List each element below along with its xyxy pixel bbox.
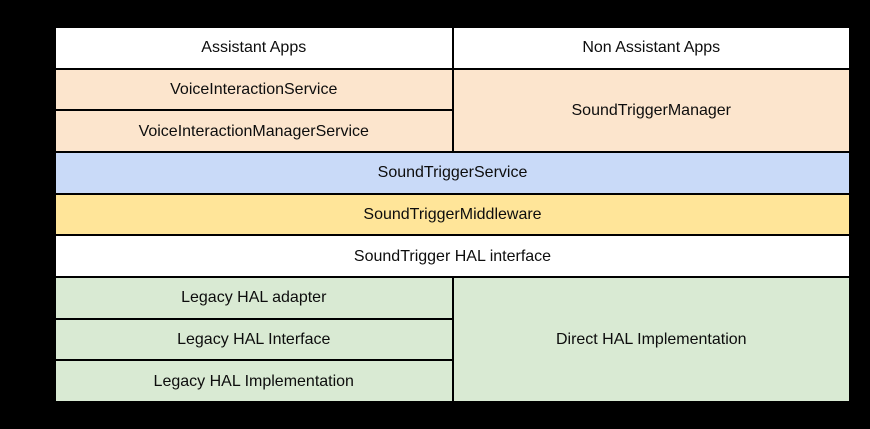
cell-non-assistant-apps: Non Assistant Apps [453, 28, 849, 68]
cell-sound-trigger-hal-interface: SoundTrigger HAL interface [56, 236, 849, 276]
cell-legacy-hal-adapter: Legacy HAL adapter [56, 278, 452, 318]
cell-voice-interaction-manager-service: VoiceInteractionManagerService [56, 111, 452, 151]
cell-sound-trigger-service: SoundTriggerService [56, 153, 849, 193]
cell-sound-trigger-manager: SoundTriggerManager [453, 69, 849, 151]
cell-sound-trigger-middleware: SoundTriggerMiddleware [56, 194, 849, 235]
cell-voice-interaction-service: VoiceInteractionService [56, 69, 452, 110]
cell-assistant-apps: Assistant Apps [56, 28, 452, 68]
cell-legacy-hal-interface: Legacy HAL Interface [56, 319, 452, 360]
cell-legacy-hal-implementation: Legacy HAL Implementation [56, 361, 452, 401]
cell-direct-hal-implementation: Direct HAL Implementation [453, 278, 849, 401]
soundtrigger-stack-diagram: Assistant Apps Non Assistant Apps VoiceI… [54, 26, 851, 403]
